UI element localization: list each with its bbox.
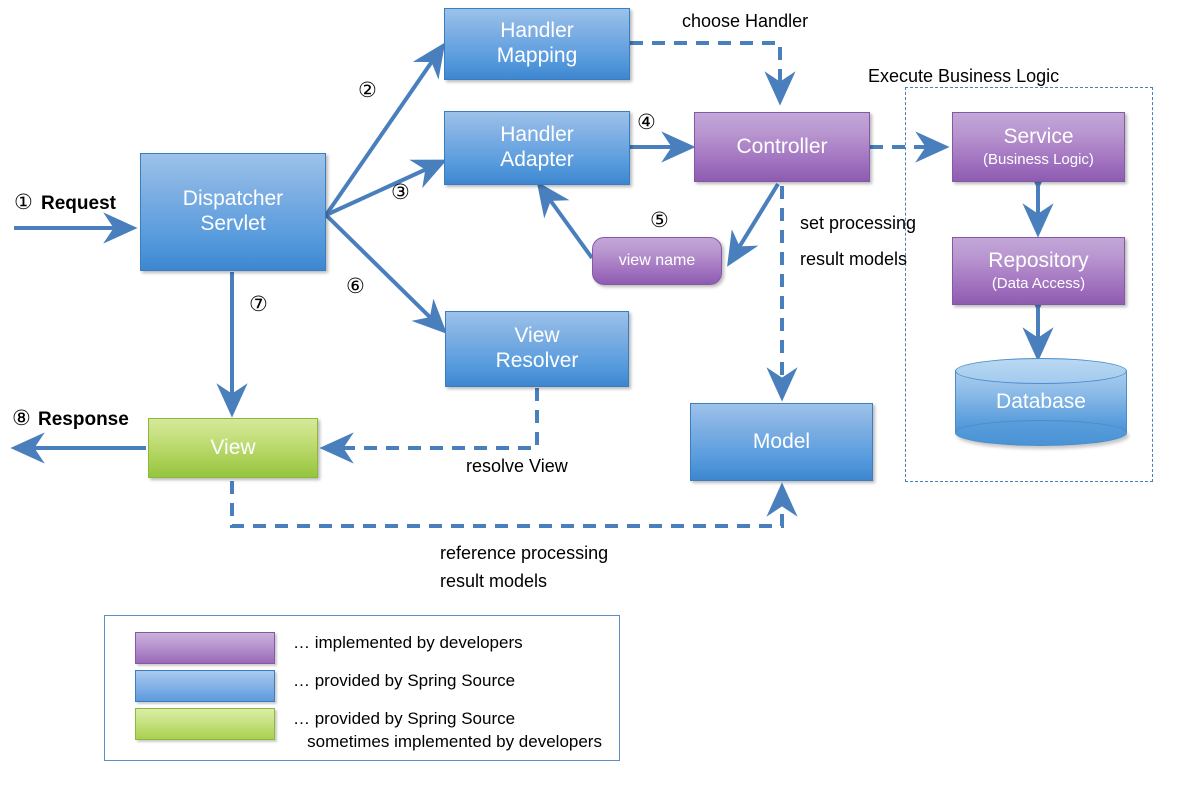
handler-mapping-label-line1: Handler <box>500 19 574 43</box>
handler-mapping-label-line2: Mapping <box>496 44 578 67</box>
node-model[interactable]: Model <box>690 403 873 481</box>
service-label: Service <box>1003 125 1074 149</box>
database-cylinder-top <box>955 358 1127 384</box>
arrow-reference-result-models <box>230 481 798 528</box>
label-execute-business-logic: Execute Business Logic <box>868 66 1060 86</box>
controller-label: Controller <box>736 134 828 158</box>
legend-swatch-blue <box>135 670 275 702</box>
node-service[interactable]: Service (Business Logic) <box>952 112 1125 182</box>
node-handler-mapping[interactable]: Handler Mapping <box>444 8 630 80</box>
label-set-processing-line2: result models <box>800 249 908 269</box>
database-label: Database <box>996 390 1086 413</box>
dispatcher-servlet-label-line1: Dispatcher <box>182 187 284 211</box>
step-4: ④ <box>637 111 656 134</box>
label-set-processing-line1: set processing <box>800 213 917 233</box>
legend-label-green-line1: … provided by Spring Source <box>293 709 516 728</box>
legend-label-green-line2: sometimes implemented by developers <box>293 731 602 751</box>
label-choose-handler: choose Handler <box>682 11 809 31</box>
view-resolver-label-line2: Resolver <box>495 349 579 372</box>
step-5: ⑤ <box>650 209 669 232</box>
legend-row-implemented-by-developers: … implemented by developers <box>135 632 523 664</box>
label-response: Response <box>38 409 129 430</box>
step-3: ③ <box>391 181 410 204</box>
model-label: Model <box>752 429 811 453</box>
database-cylinder-bottom <box>955 420 1127 446</box>
node-database[interactable]: Database <box>955 358 1127 446</box>
service-sublabel: (Business Logic) <box>983 151 1094 169</box>
repository-sublabel: (Data Access) <box>991 275 1086 293</box>
node-controller[interactable]: Controller <box>694 112 870 182</box>
arrow-viewname-to-adapter <box>536 181 594 260</box>
node-handler-adapter[interactable]: Handler Adapter <box>444 111 630 185</box>
repository-label: Repository <box>988 249 1089 273</box>
arrow-resolve-view <box>319 388 539 464</box>
arrow-choose-handler <box>630 41 796 106</box>
step-7: ⑦ <box>249 293 268 316</box>
node-repository[interactable]: Repository (Data Access) <box>952 237 1125 305</box>
arrow-step6 <box>324 213 447 334</box>
legend-swatch-green <box>135 708 275 740</box>
execute-business-logic-group <box>905 87 1153 482</box>
handler-adapter-label-line2: Adapter <box>500 148 574 171</box>
arrow-step2 <box>324 42 446 217</box>
legend-label-purple: … implemented by developers <box>293 633 523 652</box>
legend-row-provided-sometimes-implemented: … provided by Spring Source sometimes im… <box>135 708 602 754</box>
handler-adapter-label-line1: Handler <box>500 123 574 147</box>
legend-row-provided-by-spring-source: … provided by Spring Source <box>135 670 515 702</box>
node-view-resolver[interactable]: View Resolver <box>445 311 629 387</box>
view-name-label: view name <box>618 251 696 269</box>
step-8: ⑧ <box>12 407 31 430</box>
label-reference-line2: result models <box>440 571 548 591</box>
legend-swatch-purple <box>135 632 275 664</box>
step-2: ② <box>358 79 377 102</box>
view-label: View <box>210 435 256 459</box>
legend-box: … implemented by developers … provided b… <box>104 615 620 761</box>
label-resolve-view: resolve View <box>466 456 568 476</box>
label-reference-line1: reference processing <box>440 543 609 563</box>
node-view-name[interactable]: view name <box>592 237 722 285</box>
node-dispatcher-servlet[interactable]: Dispatcher Servlet <box>140 153 326 271</box>
dispatcher-servlet-label-line2: Servlet <box>200 212 266 235</box>
legend-label-blue: … provided by Spring Source <box>293 671 516 690</box>
label-request: Request <box>41 193 116 214</box>
node-view[interactable]: View <box>148 418 318 478</box>
arrow-step5 <box>727 182 780 267</box>
legend-label-green: … provided by Spring Source sometimes im… <box>293 708 602 754</box>
arrow-step3 <box>325 159 448 217</box>
view-resolver-label-line1: View <box>514 324 560 348</box>
step-1: ① <box>14 191 33 214</box>
step-6: ⑥ <box>346 275 365 298</box>
